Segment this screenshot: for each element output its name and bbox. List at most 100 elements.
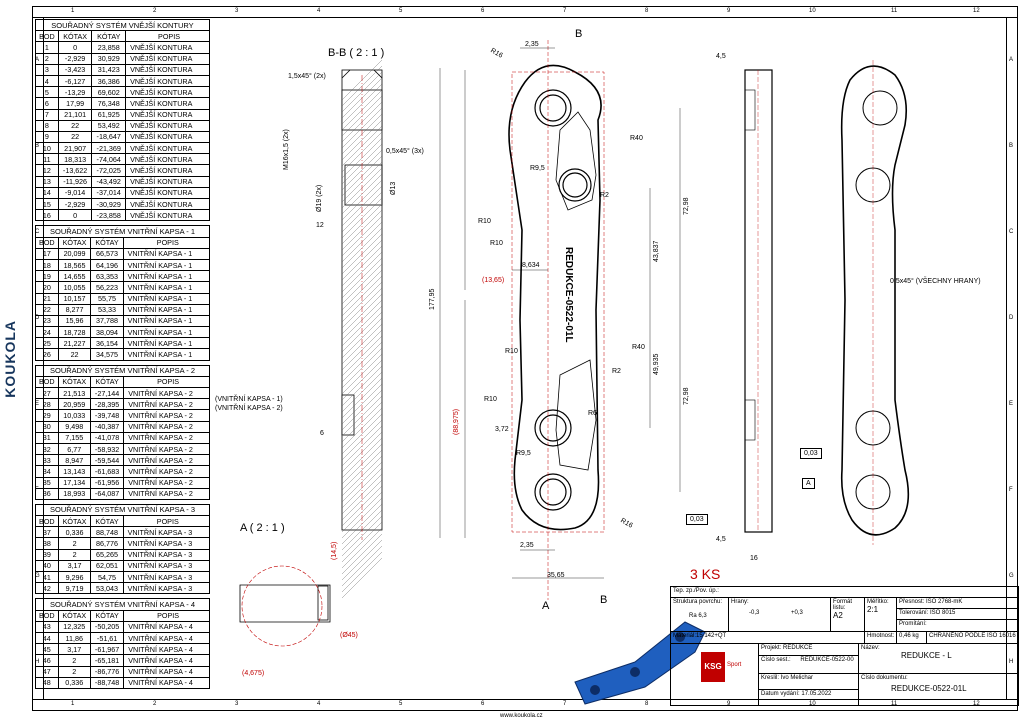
table-cell: -86,776 [90, 665, 125, 678]
table-cell: -11,926 [57, 175, 93, 188]
zone-col-11: 11 [891, 701, 898, 707]
dim-72-98-bottom: 72,98 [683, 387, 690, 405]
table-cell: VNĚJŠÍ KONTURA [125, 130, 210, 144]
tb-projection: Promítání: [897, 620, 1019, 632]
section-a-view [239, 565, 331, 647]
coord-table-header: KÓTAY [90, 236, 124, 249]
dim-2-35-top: 2,35 [525, 41, 539, 48]
zone-col-4: 4 [317, 701, 321, 707]
radius-r2-b: R2 [612, 368, 621, 375]
section-bb-title: B-B ( 2 : 1 ) [328, 47, 385, 59]
table-cell: VNĚJŠÍ KONTURA [125, 164, 210, 177]
zone-col-6: 6 [481, 701, 485, 707]
zone-col-7: 7 [563, 8, 567, 14]
dim-49-935: 49,935 [653, 353, 660, 375]
section-mark-b-bottom: B [600, 594, 608, 606]
bb-thread: M16x1,5 (2x) [283, 129, 290, 170]
table-cell: 18,313 [57, 153, 93, 166]
table-cell: 15 [35, 197, 59, 211]
table-cell: -30,929 [91, 197, 127, 211]
bb-dia13: Ø13 [390, 181, 397, 195]
table-cell: 12 [35, 164, 59, 177]
tb-edges: Hrany:-0,3+0,3 [729, 598, 831, 632]
table-cell: VNITŘNÍ KAPSA - 4 [123, 676, 210, 689]
zone-col-4: 4 [317, 8, 321, 14]
table-cell: 11 [35, 153, 59, 166]
zone-col-7: 7 [563, 701, 567, 707]
ksg-logo-sub: Sport [727, 662, 742, 668]
table-cell: 9 [35, 130, 59, 144]
dim-total-height: 177,95 [429, 288, 436, 310]
radius-r9-5-top: R9,5 [530, 165, 545, 172]
all-edges-chamfer-note: 0,5x45° (VŠECHNY HRANY) [890, 278, 981, 285]
bb-chamfer-top: 1,5x45° (2x) [288, 73, 326, 80]
zone-col-5: 5 [399, 701, 403, 707]
tb-project: Projekt: REDUKCE [759, 644, 859, 656]
zone-col-9: 9 [727, 8, 731, 14]
table-cell: 8 [35, 119, 59, 132]
table-cell: 48 [35, 676, 59, 689]
zone-col-10: 10 [809, 701, 816, 707]
tb-document: Číslo dokumentu:REDUKCE-0522-01L [859, 674, 1019, 706]
table-cell: -64,087 [90, 487, 125, 500]
tb-surface: Struktura povrchu:Ra 6,3 [671, 598, 729, 632]
table-cell: 14 [35, 186, 59, 200]
a-dim-4-675: (4,675) [242, 670, 265, 677]
table-cell: VNĚJŠÍ KONTURA [125, 175, 210, 188]
bb-chamfer-right: 0,5x45° (3x) [386, 148, 424, 155]
zone-row-D: D [1009, 315, 1014, 321]
tb-date: Datum vydání: 17.05.2022 [759, 690, 859, 706]
dim-width: 35,65 [547, 572, 565, 579]
tb-assembly: Číslo sest.: REDUKCE-0522-00 [759, 656, 859, 674]
zone-row-F: F [1009, 487, 1013, 493]
tb-format: Formát listu:A2 [831, 598, 865, 632]
coord-table-title: SOUŘADNÝ SYSTÉM VNITŘNÍ KAPSA - 1 [35, 225, 210, 238]
section-mark-b-top: B [575, 28, 583, 40]
zone-row-E: E [1009, 401, 1014, 407]
table-cell: VNĚJŠÍ KONTURA [125, 153, 210, 166]
table-cell: VNĚJŠÍ KONTURA [125, 186, 210, 200]
a-dim-14-5: (14,5) [331, 541, 338, 560]
radius-r9-5-bottom: R9,5 [516, 450, 531, 457]
radius-r2-a: R2 [600, 192, 609, 199]
dim-88-975: (88,975) [453, 408, 460, 435]
table-cell: 4 [35, 74, 59, 88]
main-red-frame [511, 40, 605, 600]
part-engraving: REDUKCE-0522-01L [563, 247, 574, 343]
main-holes [534, 89, 592, 511]
side-view [744, 69, 773, 533]
tb-weight-label: Hmotnost: [865, 632, 897, 644]
zone-col-3: 3 [235, 8, 239, 14]
zone-col-2: 2 [153, 701, 157, 707]
zone-row-A: A [1009, 57, 1014, 63]
zone-col-10: 10 [809, 8, 816, 14]
dim-3-72: 3,72 [495, 426, 509, 433]
radius-r40-top: R40 [630, 135, 643, 142]
table-cell: VNĚJŠÍ KONTURA [125, 119, 210, 132]
table-cell: VNĚJŠÍ KONTURA [125, 209, 210, 222]
radius-r10-d: R10 [484, 396, 497, 403]
right-view [840, 65, 910, 536]
view-arrow-a: A [542, 600, 550, 612]
